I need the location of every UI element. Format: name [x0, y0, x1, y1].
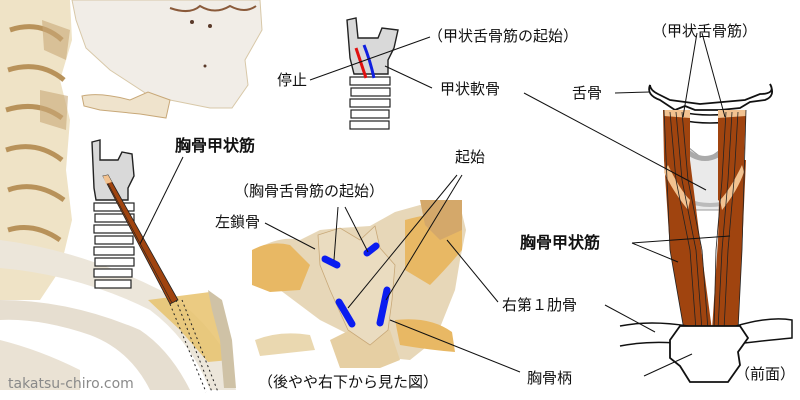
- label-view-caption-posterior: （後やや右下から見た図）: [258, 373, 439, 391]
- label-manubrium: 胸骨柄: [527, 369, 573, 387]
- manubrium-schematic: [669, 325, 750, 383]
- label-origin: 起始: [455, 148, 486, 166]
- top-larynx-schematic: [309, 17, 433, 130]
- sternothyroid-muscle-side: [102, 174, 179, 305]
- watermark: takatsu-chiro.com: [8, 376, 134, 392]
- sternothyroid-muscle-left: [664, 160, 712, 330]
- label-sternohyoid-origin: （胸骨舌骨筋の起始）: [234, 182, 385, 200]
- hyoid-bone-photo: [81, 91, 171, 119]
- origin-line-blue: [362, 44, 376, 79]
- label-insertion: 停止: [277, 71, 308, 89]
- label-hyoid: 舌骨: [572, 84, 603, 102]
- mandible-illustration: [71, 0, 263, 109]
- label-sternothyroid-right: 胸骨甲状筋: [520, 233, 601, 252]
- label-thyroid-cartilage: 甲状軟骨: [440, 80, 501, 98]
- left-larynx-schematic: [91, 139, 219, 393]
- label-thyrohyoid-origin: （甲状舌骨筋の起始）: [428, 27, 579, 45]
- label-right-first-rib: 右第１肋骨: [502, 296, 578, 314]
- cervical-spine-illustration: [0, 0, 72, 300]
- label-thyrohyoid-right: （甲状舌骨筋）: [652, 22, 758, 40]
- label-left-clavicle: 左鎖骨: [215, 213, 261, 231]
- clavicle-illustration: [0, 240, 236, 390]
- origin-markers-blue: [321, 242, 391, 328]
- label-sternothyroid-left: 胸骨甲状筋: [175, 136, 256, 155]
- anterior-view-illustration: [523, 32, 793, 383]
- label-view-caption-anterior: （前面）: [735, 365, 796, 383]
- sternum-photo: [252, 174, 521, 373]
- hyoid-bone-schematic: [648, 83, 774, 112]
